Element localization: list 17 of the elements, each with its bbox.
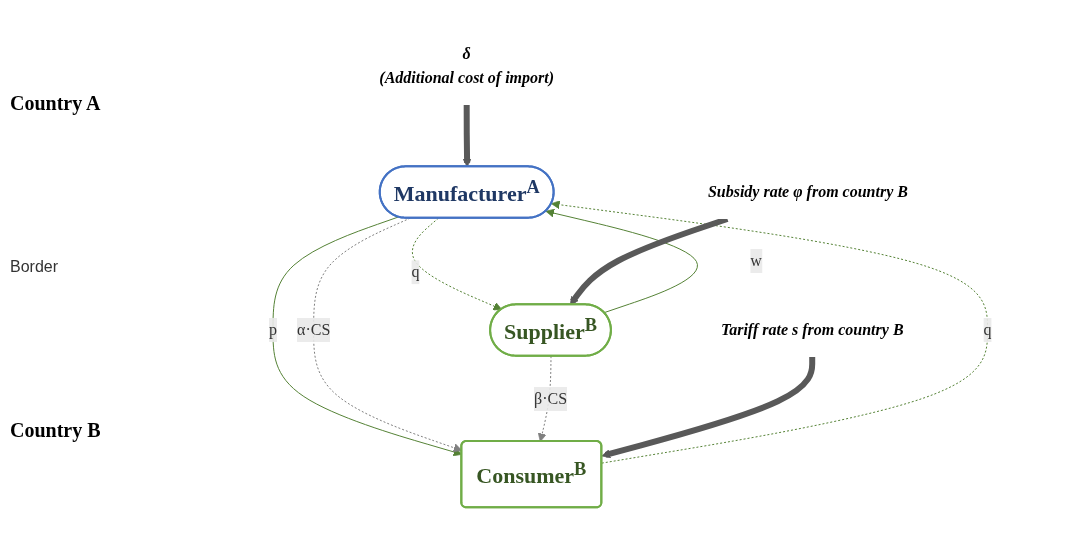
arrow xyxy=(570,216,729,306)
edge-label: w xyxy=(750,251,763,269)
country-label: Country A xyxy=(10,91,102,115)
edge-label: q xyxy=(983,320,992,338)
border-label: Border xyxy=(10,258,60,276)
edge-label: q xyxy=(411,263,420,281)
arrow xyxy=(462,104,472,168)
country-label: Country B xyxy=(10,419,102,443)
node-text: δ (Additional cost of import) xyxy=(379,44,555,86)
edge-label: p xyxy=(269,320,278,338)
edge-label: α·CS xyxy=(297,320,331,338)
arrow xyxy=(551,200,989,464)
arrow xyxy=(601,356,816,458)
edge-label: β·CS xyxy=(534,389,568,407)
node-text: Subsidy rate φ from country B xyxy=(708,182,909,200)
arrow xyxy=(545,208,699,313)
node-text: Tariff rate s from country B xyxy=(721,320,904,338)
